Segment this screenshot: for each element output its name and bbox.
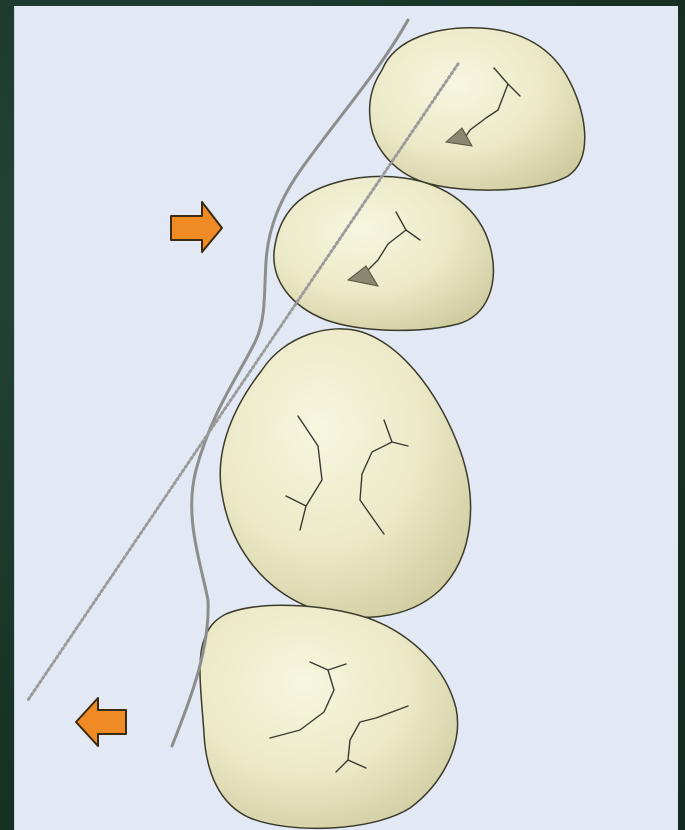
dotted-line <box>26 62 460 702</box>
stone-second <box>273 175 495 332</box>
arrow-left <box>75 697 127 747</box>
stone-third <box>219 328 472 619</box>
stone-top <box>368 27 586 191</box>
stone-bottom <box>199 604 459 830</box>
arrow-right <box>170 201 223 253</box>
solid-curve <box>170 18 410 748</box>
